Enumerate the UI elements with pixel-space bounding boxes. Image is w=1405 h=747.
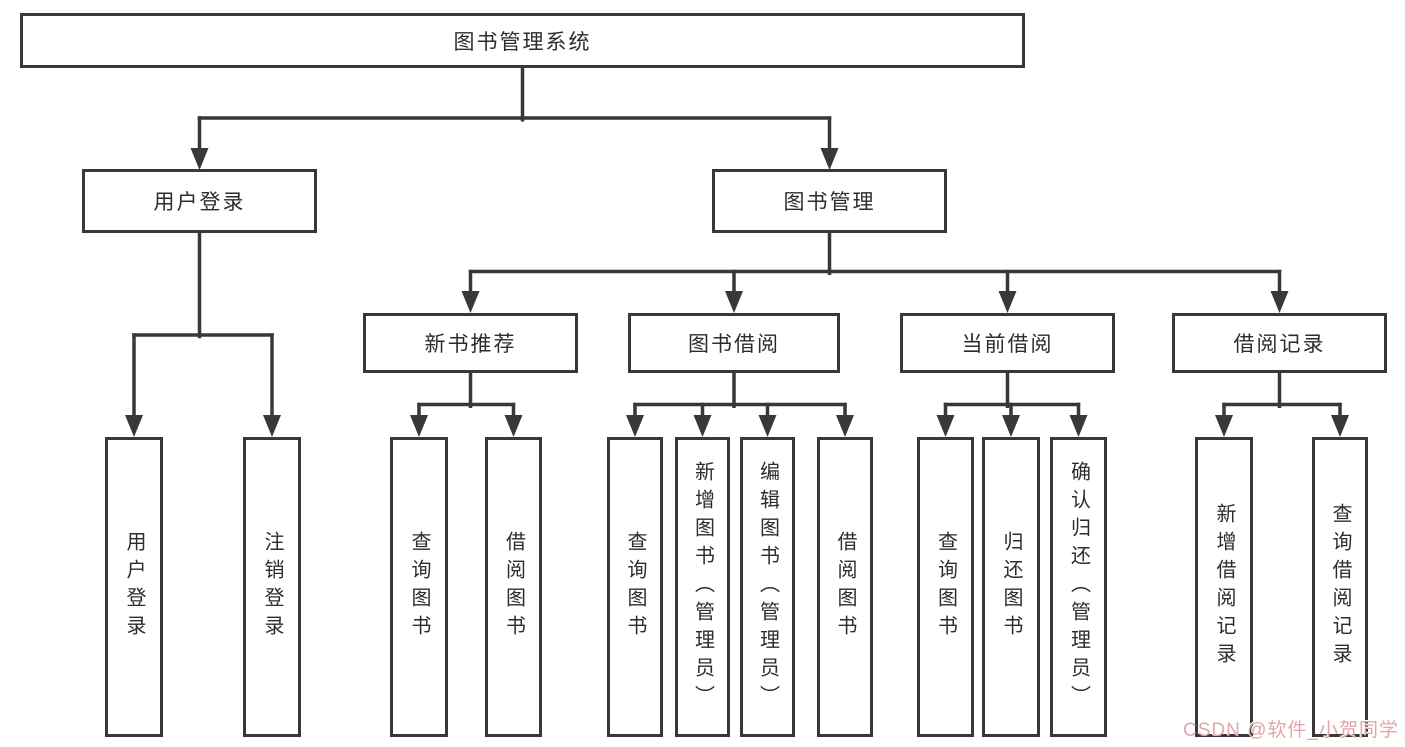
leaf-return-books-label: 归还图书 <box>1000 531 1022 643</box>
leaf-add-books-admin: 新增图书（管理员） <box>675 437 730 737</box>
leaf-borrow-books-label: 借阅图书 <box>834 531 856 643</box>
leaf-query-books-borrow: 查询图书 <box>607 437 663 737</box>
csdn-watermark: CSDN @软件_小贺同学 <box>1183 720 1399 741</box>
leaf-user-login: 用户登录 <box>105 437 163 737</box>
node-book-borrow-label: 图书借阅 <box>688 333 780 356</box>
leaf-query-borrow-record: 查询借阅记录 <box>1312 437 1368 737</box>
connector-user-login-to-leaves <box>125 231 281 437</box>
node-root-label: 图书管理系统 <box>453 30 592 54</box>
node-root: 图书管理系统 <box>20 13 1025 68</box>
connector-new-book-to-leaves <box>410 371 523 437</box>
node-borrow-records: 借阅记录 <box>1172 313 1387 373</box>
leaf-query-books-current-label: 查询图书 <box>934 531 957 643</box>
leaf-edit-books-admin: 编辑图书（管理员） <box>740 437 795 737</box>
connector-borrow-records-to-leaves <box>1215 371 1349 437</box>
leaf-borrow-books-recommend: 借阅图书 <box>485 437 542 737</box>
node-user-login-label: 用户登录 <box>153 191 246 214</box>
leaf-query-books-borrow-label: 查询图书 <box>624 531 646 643</box>
node-new-book-recommend: 新书推荐 <box>363 313 578 373</box>
node-book-borrow: 图书借阅 <box>628 313 840 373</box>
node-book-management-label: 图书管理 <box>783 191 876 214</box>
leaf-add-books-admin-label: 新增图书（管理员） <box>691 461 714 713</box>
leaf-query-books-current: 查询图书 <box>917 437 974 737</box>
node-new-book-recommend-label: 新书推荐 <box>424 333 517 356</box>
leaf-add-borrow-record-label: 新增借阅记录 <box>1213 503 1235 671</box>
leaf-add-borrow-record: 新增借阅记录 <box>1195 437 1253 737</box>
leaf-borrow-books: 借阅图书 <box>817 437 873 737</box>
leaf-user-login-label: 用户登录 <box>123 531 145 643</box>
connector-root-to-level2 <box>190 66 839 170</box>
leaf-query-books-recommend: 查询图书 <box>390 437 448 737</box>
leaf-confirm-return-admin-label: 确认归还（管理员） <box>1067 461 1090 713</box>
leaf-logout-label: 注销登录 <box>261 531 283 643</box>
node-book-management: 图书管理 <box>712 169 947 233</box>
connector-book-mgmt-to-level3 <box>461 231 1289 313</box>
connector-current-borrow-to-leaves <box>936 371 1088 437</box>
node-current-borrow-label: 当前借阅 <box>961 333 1054 356</box>
leaf-return-books: 归还图书 <box>982 437 1040 737</box>
node-user-login: 用户登录 <box>82 169 317 233</box>
leaf-query-borrow-record-label: 查询借阅记录 <box>1329 503 1351 671</box>
leaf-confirm-return-admin: 确认归还（管理员） <box>1050 437 1107 737</box>
leaf-query-books-recommend-label: 查询图书 <box>408 531 430 643</box>
leaf-borrow-books-recommend-label: 借阅图书 <box>502 531 525 643</box>
leaf-logout: 注销登录 <box>243 437 301 737</box>
node-current-borrow: 当前借阅 <box>900 313 1115 373</box>
connector-book-borrow-to-leaves <box>626 371 854 437</box>
leaf-edit-books-admin-label: 编辑图书（管理员） <box>756 461 779 713</box>
node-borrow-records-label: 借阅记录 <box>1233 333 1326 356</box>
